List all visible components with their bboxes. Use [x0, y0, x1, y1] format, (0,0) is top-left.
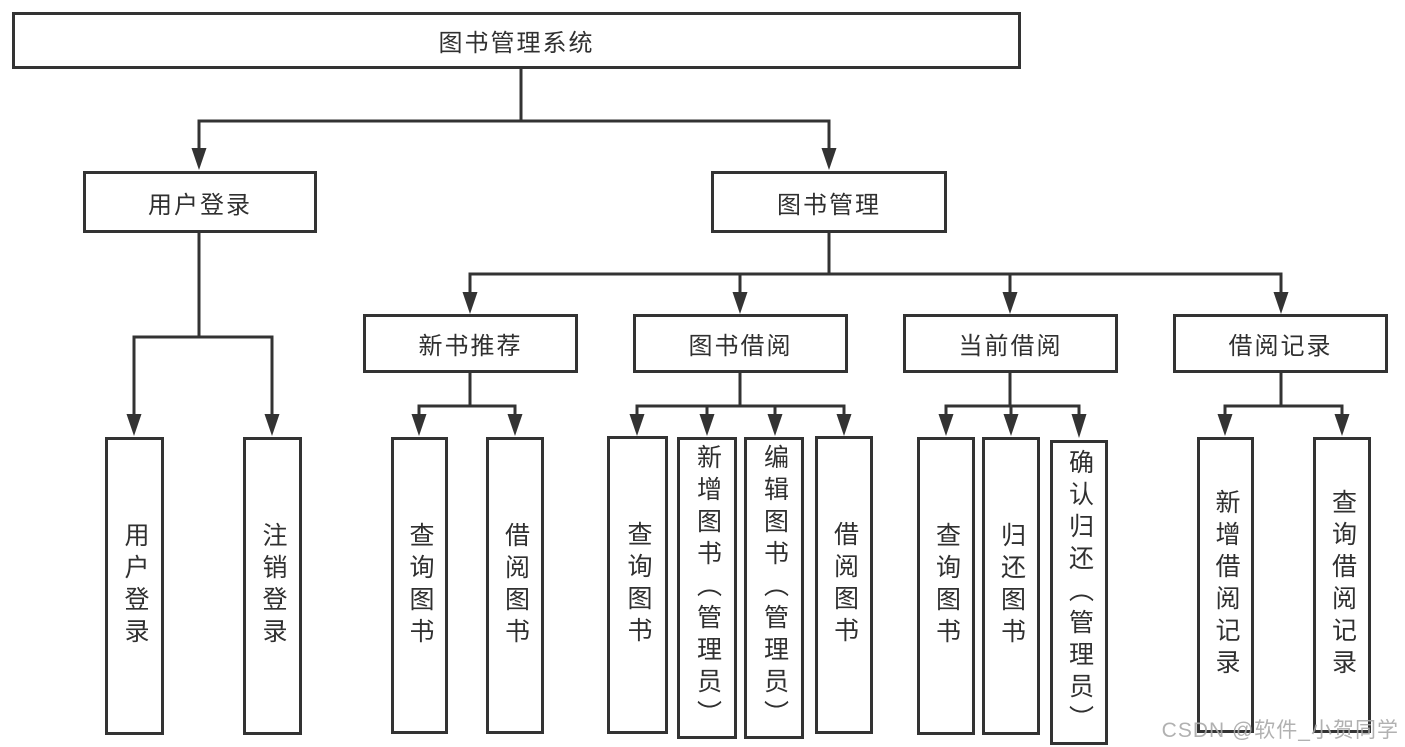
node-label: 借阅图书: [830, 521, 859, 649]
node-label: 用户登录: [121, 522, 149, 650]
node-label: 编辑图书（管理员）: [760, 444, 789, 732]
node-leaf-query-books-borrow: 查询图书: [607, 436, 668, 734]
node-label: 借阅记录: [1228, 333, 1333, 360]
node-leaf-query-books-current: 查询图书: [917, 437, 975, 735]
node-label: 新增图书（管理员）: [693, 444, 722, 732]
node-user-login: 用户登录: [83, 171, 317, 233]
node-library-management-system: 图书管理系统: [12, 12, 1021, 69]
connector-records-bar: [1223, 404, 1344, 416]
node-new-book-recommendation: 新书推荐: [363, 314, 578, 373]
node-leaf-user-login: 用户登录: [105, 437, 164, 735]
node-leaf-return-books: 归还图书: [982, 437, 1040, 735]
node-label: 用户登录: [148, 191, 252, 219]
node-label: 注销登录: [259, 522, 287, 650]
connector-borrow-bar: [635, 404, 846, 416]
node-leaf-add-borrow-record: 新增借阅记录: [1197, 437, 1254, 733]
connector-userlogin-bar: [132, 335, 274, 416]
node-label: 借阅图书: [501, 521, 530, 650]
node-label: 查询图书: [406, 521, 434, 650]
connector-newrec-bar: [417, 404, 517, 416]
connector-level3-bar: [468, 272, 1283, 294]
node-label: 图书借阅: [688, 333, 793, 360]
csdn-watermark: CSDN @软件_小贺同学: [1161, 719, 1399, 742]
node-label: 查询借阅记录: [1328, 489, 1357, 681]
node-book-borrowing: 图书借阅: [633, 314, 848, 373]
connector-level2-bar: [197, 119, 831, 150]
node-label: 新增借阅记录: [1212, 489, 1240, 681]
node-label: 图书管理系统: [438, 30, 595, 57]
node-label: 确认归还（管理员）: [1065, 448, 1094, 737]
node-label: 查询图书: [932, 522, 961, 650]
node-label: 归还图书: [997, 522, 1026, 650]
node-leaf-confirm-return-admin: 确认归还（管理员）: [1050, 440, 1108, 745]
node-leaf-query-borrow-record: 查询借阅记录: [1313, 437, 1371, 733]
node-leaf-borrow-books: 借阅图书: [815, 436, 873, 734]
node-book-management: 图书管理: [711, 171, 947, 233]
node-label: 新书推荐: [418, 333, 523, 360]
node-leaf-edit-books-admin: 编辑图书（管理员）: [744, 437, 804, 739]
arrowheads: [126, 148, 1350, 438]
node-leaf-query-books-rec: 查询图书: [391, 437, 448, 734]
node-borrowing-records: 借阅记录: [1173, 314, 1388, 373]
node-leaf-logout: 注销登录: [243, 437, 302, 735]
node-label: 查询图书: [624, 521, 652, 649]
node-leaf-add-books-admin: 新增图书（管理员）: [677, 437, 737, 739]
node-leaf-borrow-books-rec: 借阅图书: [486, 437, 544, 734]
node-label: 当前借阅: [958, 333, 1063, 360]
node-label: 图书管理: [777, 191, 881, 219]
node-current-borrowing: 当前借阅: [903, 314, 1118, 373]
